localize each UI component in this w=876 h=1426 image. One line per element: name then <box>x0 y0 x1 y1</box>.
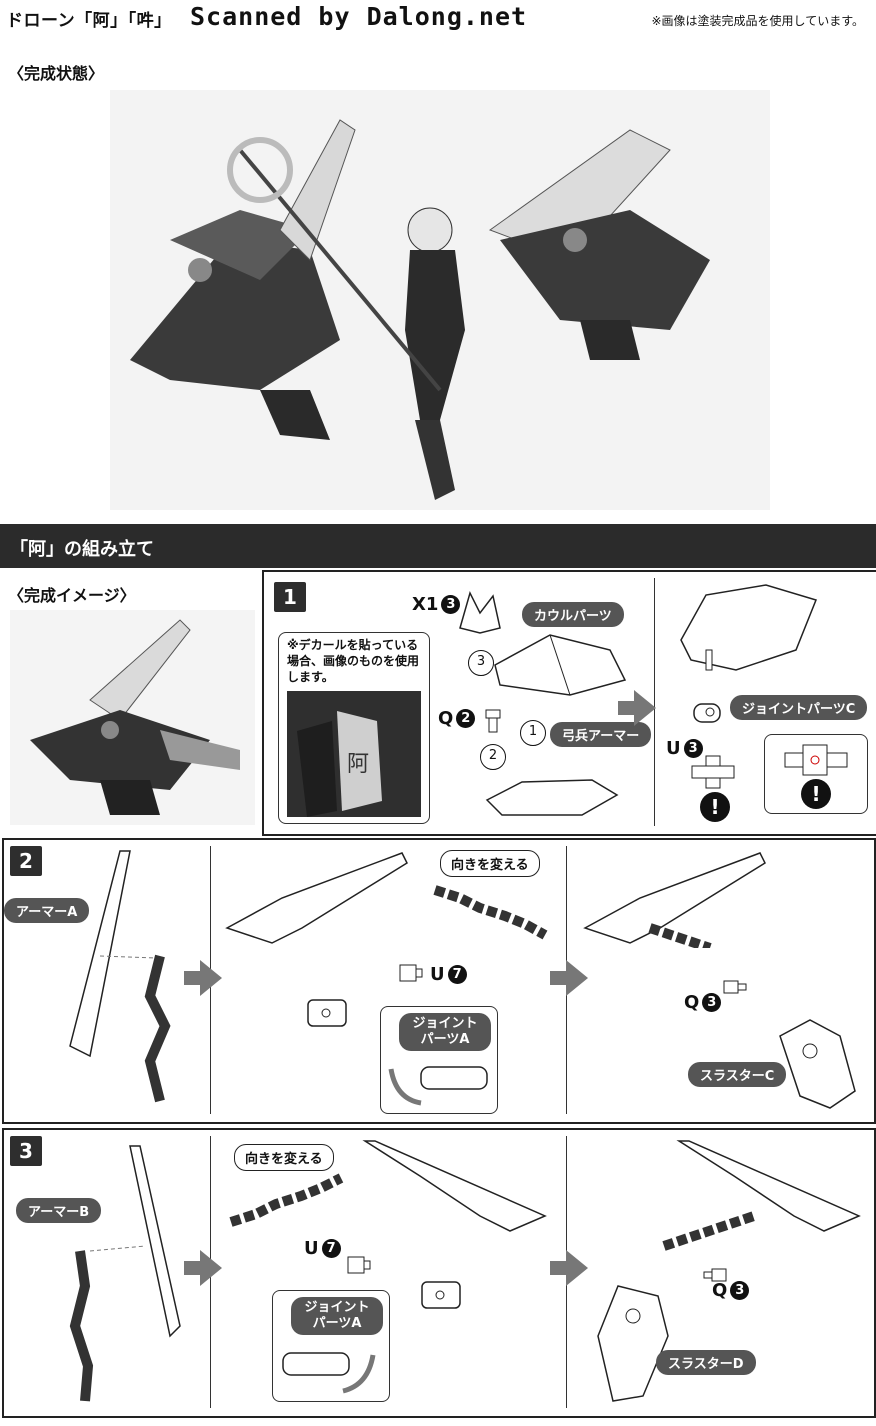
armor-b-label: アーマーB <box>16 1198 102 1223</box>
thruster-c-label: スラスターC <box>688 1062 787 1087</box>
step1-arrow <box>618 690 656 726</box>
archer-armor-label: 弓兵アーマー <box>550 722 652 747</box>
joint-parts-c-label: ジョイントパーツC <box>730 695 868 720</box>
completion-image-photo <box>10 610 255 825</box>
armor-a-label: アーマーA <box>4 898 90 923</box>
u7-peg-icon-2 <box>398 962 424 984</box>
step2-number: 2 <box>10 846 42 876</box>
u7-part-code-3: U 7 <box>304 1238 341 1259</box>
assembled-cowl-icon <box>676 580 826 675</box>
chain-part-icon-3 <box>226 1172 346 1232</box>
cowl-part-icon <box>490 630 630 700</box>
decal-photo: 阿 <box>287 691 421 817</box>
step2-arrow-1 <box>184 960 222 996</box>
peg-part-icon <box>482 708 504 734</box>
joint-a-icon-2 <box>306 994 350 1030</box>
joint-detail-callout: ! <box>764 734 868 814</box>
step3-panel <box>2 1128 876 1418</box>
scan-credit: Scanned by Dalong.net <box>190 2 528 31</box>
q3-part-code-3: Q 3 <box>712 1280 750 1301</box>
header-note: ※画像は塗装完成品を使用しています。 <box>651 14 865 28</box>
change-direction-label-3: 向きを変える <box>234 1144 334 1171</box>
joint-parts-a-label-3: ジョイントパーツA <box>291 1297 383 1335</box>
joint-c-icon <box>692 698 724 726</box>
completion-image-heading: 〈完成イメージ〉 <box>8 586 136 605</box>
cowl-parts-label: カウルパーツ <box>522 602 624 627</box>
assembly-banner: 「阿」の組み立て <box>0 524 876 568</box>
x1-part-code: X1 3 <box>412 594 461 615</box>
q3-part-code-2: Q 3 <box>684 992 722 1013</box>
cross-joint-icon <box>690 754 736 790</box>
joint-a-callout-2: ジョイントパーツA <box>380 1006 498 1114</box>
step1-number: 1 <box>274 582 306 612</box>
warning-icon-detail: ! <box>801 779 831 809</box>
step3-arrow-1 <box>184 1250 222 1286</box>
u7-part-code-2: U 7 <box>430 964 467 985</box>
armor-b-parts-icon <box>50 1136 200 1406</box>
page-title: ドローン「阿」「吽」 <box>6 11 172 31</box>
warning-icon: ! <box>700 792 730 822</box>
decal-char: 阿 <box>347 752 369 777</box>
joint-parts-a-label-2: ジョイントパーツA <box>399 1013 491 1051</box>
thruster-d-icon <box>588 1276 678 1406</box>
armor-b-wing-icon <box>360 1136 550 1236</box>
q3-peg-icon-2 <box>722 978 748 996</box>
decal-note: ※デカールを貼っている場合、画像のものを使用します。 <box>287 638 420 684</box>
armor-b-assembled-icon <box>654 1136 864 1256</box>
change-direction-label-2: 向きを変える <box>440 850 540 877</box>
armor-a-parts-icon <box>60 846 200 1112</box>
step2-panel <box>2 838 876 1124</box>
u7-peg-icon-3 <box>346 1254 372 1276</box>
seq-step-1: 1 <box>520 720 546 746</box>
step3-number: 3 <box>10 1136 42 1166</box>
ear-part-icon <box>455 588 505 638</box>
q2-part-code: Q 2 <box>438 708 476 729</box>
chain-part-icon-2 <box>430 880 550 940</box>
step3-arrow-2 <box>550 1250 588 1286</box>
thruster-c-icon <box>770 1016 866 1112</box>
completed-state-heading: 〈完成状態〉 <box>8 64 105 83</box>
armor-a-wing-icon <box>222 848 412 948</box>
joint-a-icon-3 <box>420 1276 464 1312</box>
step1-panel <box>262 570 876 836</box>
seq-step-2: 2 <box>480 744 506 770</box>
seq-step-3: 3 <box>468 650 494 676</box>
thruster-d-label: スラスターD <box>656 1350 756 1375</box>
assembly-banner-title: 「阿」の組み立て <box>10 539 154 560</box>
step2-arrow-2 <box>550 960 588 996</box>
completed-state-photo <box>110 90 770 510</box>
archer-armor-icon <box>482 770 622 820</box>
joint-a-callout-3: ジョイントパーツA <box>272 1290 390 1402</box>
q3-peg-icon-3 <box>702 1266 728 1284</box>
armor-a-assembled-icon <box>580 848 770 953</box>
decal-note-callout: ※デカールを貼っている場合、画像のものを使用します。 阿 <box>278 632 430 824</box>
u3-part-code: U 3 <box>666 738 703 759</box>
